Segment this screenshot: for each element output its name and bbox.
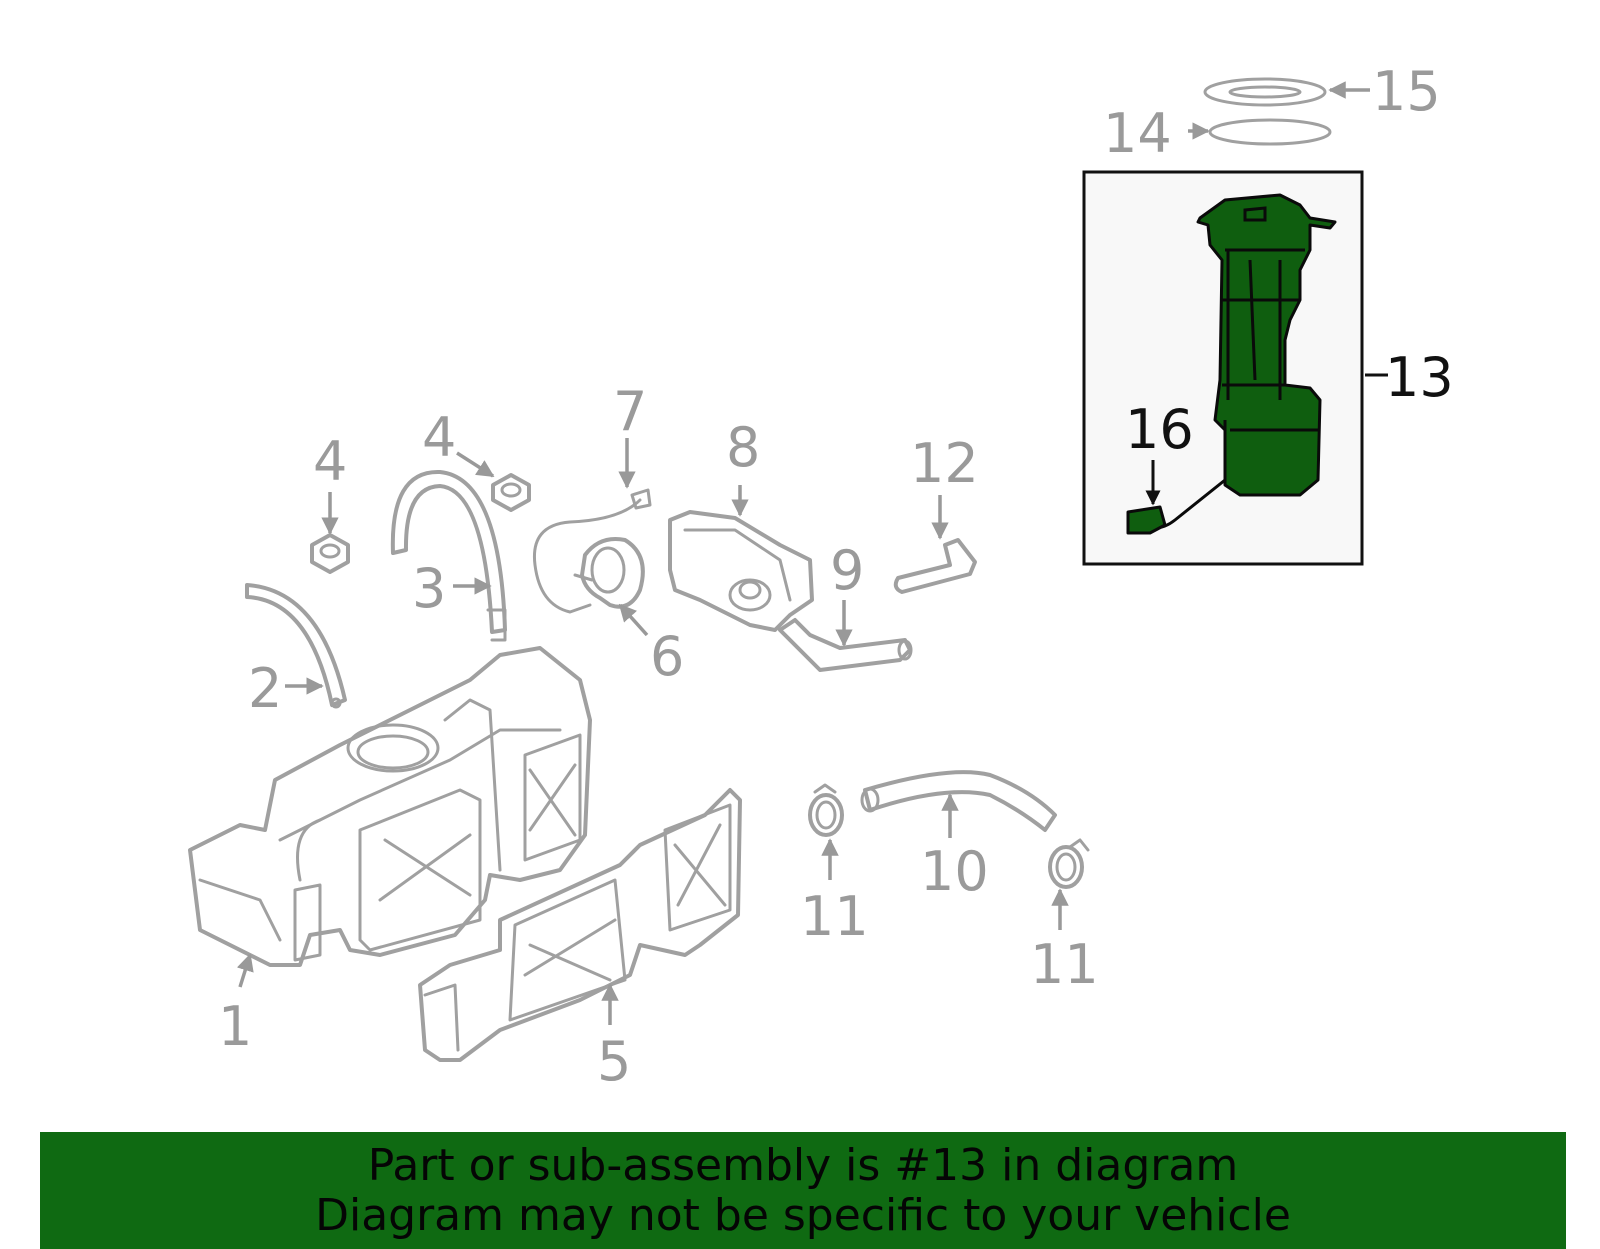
wire-harness (532, 488, 652, 614)
callout-10: 10 (920, 840, 989, 903)
banner-part-note: Part or sub-assembly is #13 in diagram (367, 1139, 1239, 1191)
callout-8: 8 (726, 416, 760, 479)
callout-13: 13 (1385, 346, 1454, 409)
filler-housing (668, 510, 814, 632)
callout-3: 3 (412, 557, 446, 620)
hose-clamp-left (808, 783, 844, 837)
callout-14: 14 (1103, 102, 1172, 165)
callout-9: 9 (830, 539, 864, 602)
callout-4-right: 4 (422, 406, 456, 469)
vapor-hose (893, 538, 977, 594)
callout-2: 2 (248, 657, 282, 720)
callout-15: 15 (1372, 60, 1441, 123)
tank-strap-left (245, 583, 347, 709)
heat-shield (418, 788, 742, 1062)
sending-unit-ring (573, 537, 645, 609)
callout-7: 7 (613, 380, 647, 443)
callout-1: 1 (218, 995, 252, 1058)
nut-left (310, 533, 350, 574)
callout-6: 6 (650, 625, 684, 688)
banner-vehicle-disclaimer: Diagram may not be specific to your vehi… (315, 1189, 1291, 1241)
callout-16: 16 (1125, 398, 1194, 461)
callout-11-right: 11 (1030, 933, 1099, 996)
vent-hose (860, 770, 1057, 832)
tank-strap-right (390, 469, 507, 642)
hose-clamp-right (1048, 838, 1090, 889)
lock-ring (1203, 77, 1327, 107)
fuel-pump-module (1126, 193, 1337, 535)
nut-right (491, 473, 531, 512)
fuel-pump-module-box (1082, 170, 1364, 566)
callout-12: 12 (910, 432, 979, 495)
callout-11-left: 11 (800, 885, 869, 948)
callout-labels: 1 2 3 4 4 5 6 7 8 9 10 11 11 12 13 14 15… (218, 60, 1454, 1093)
fuel-tank (188, 646, 592, 967)
filler-tube (778, 618, 913, 672)
seal-ring (1208, 118, 1332, 146)
callout-arrows (236, 81, 1388, 1025)
callout-5: 5 (597, 1030, 631, 1093)
callout-4-left: 4 (313, 430, 347, 493)
info-banner: Part or sub-assembly is #13 in diagram D… (40, 1132, 1566, 1249)
